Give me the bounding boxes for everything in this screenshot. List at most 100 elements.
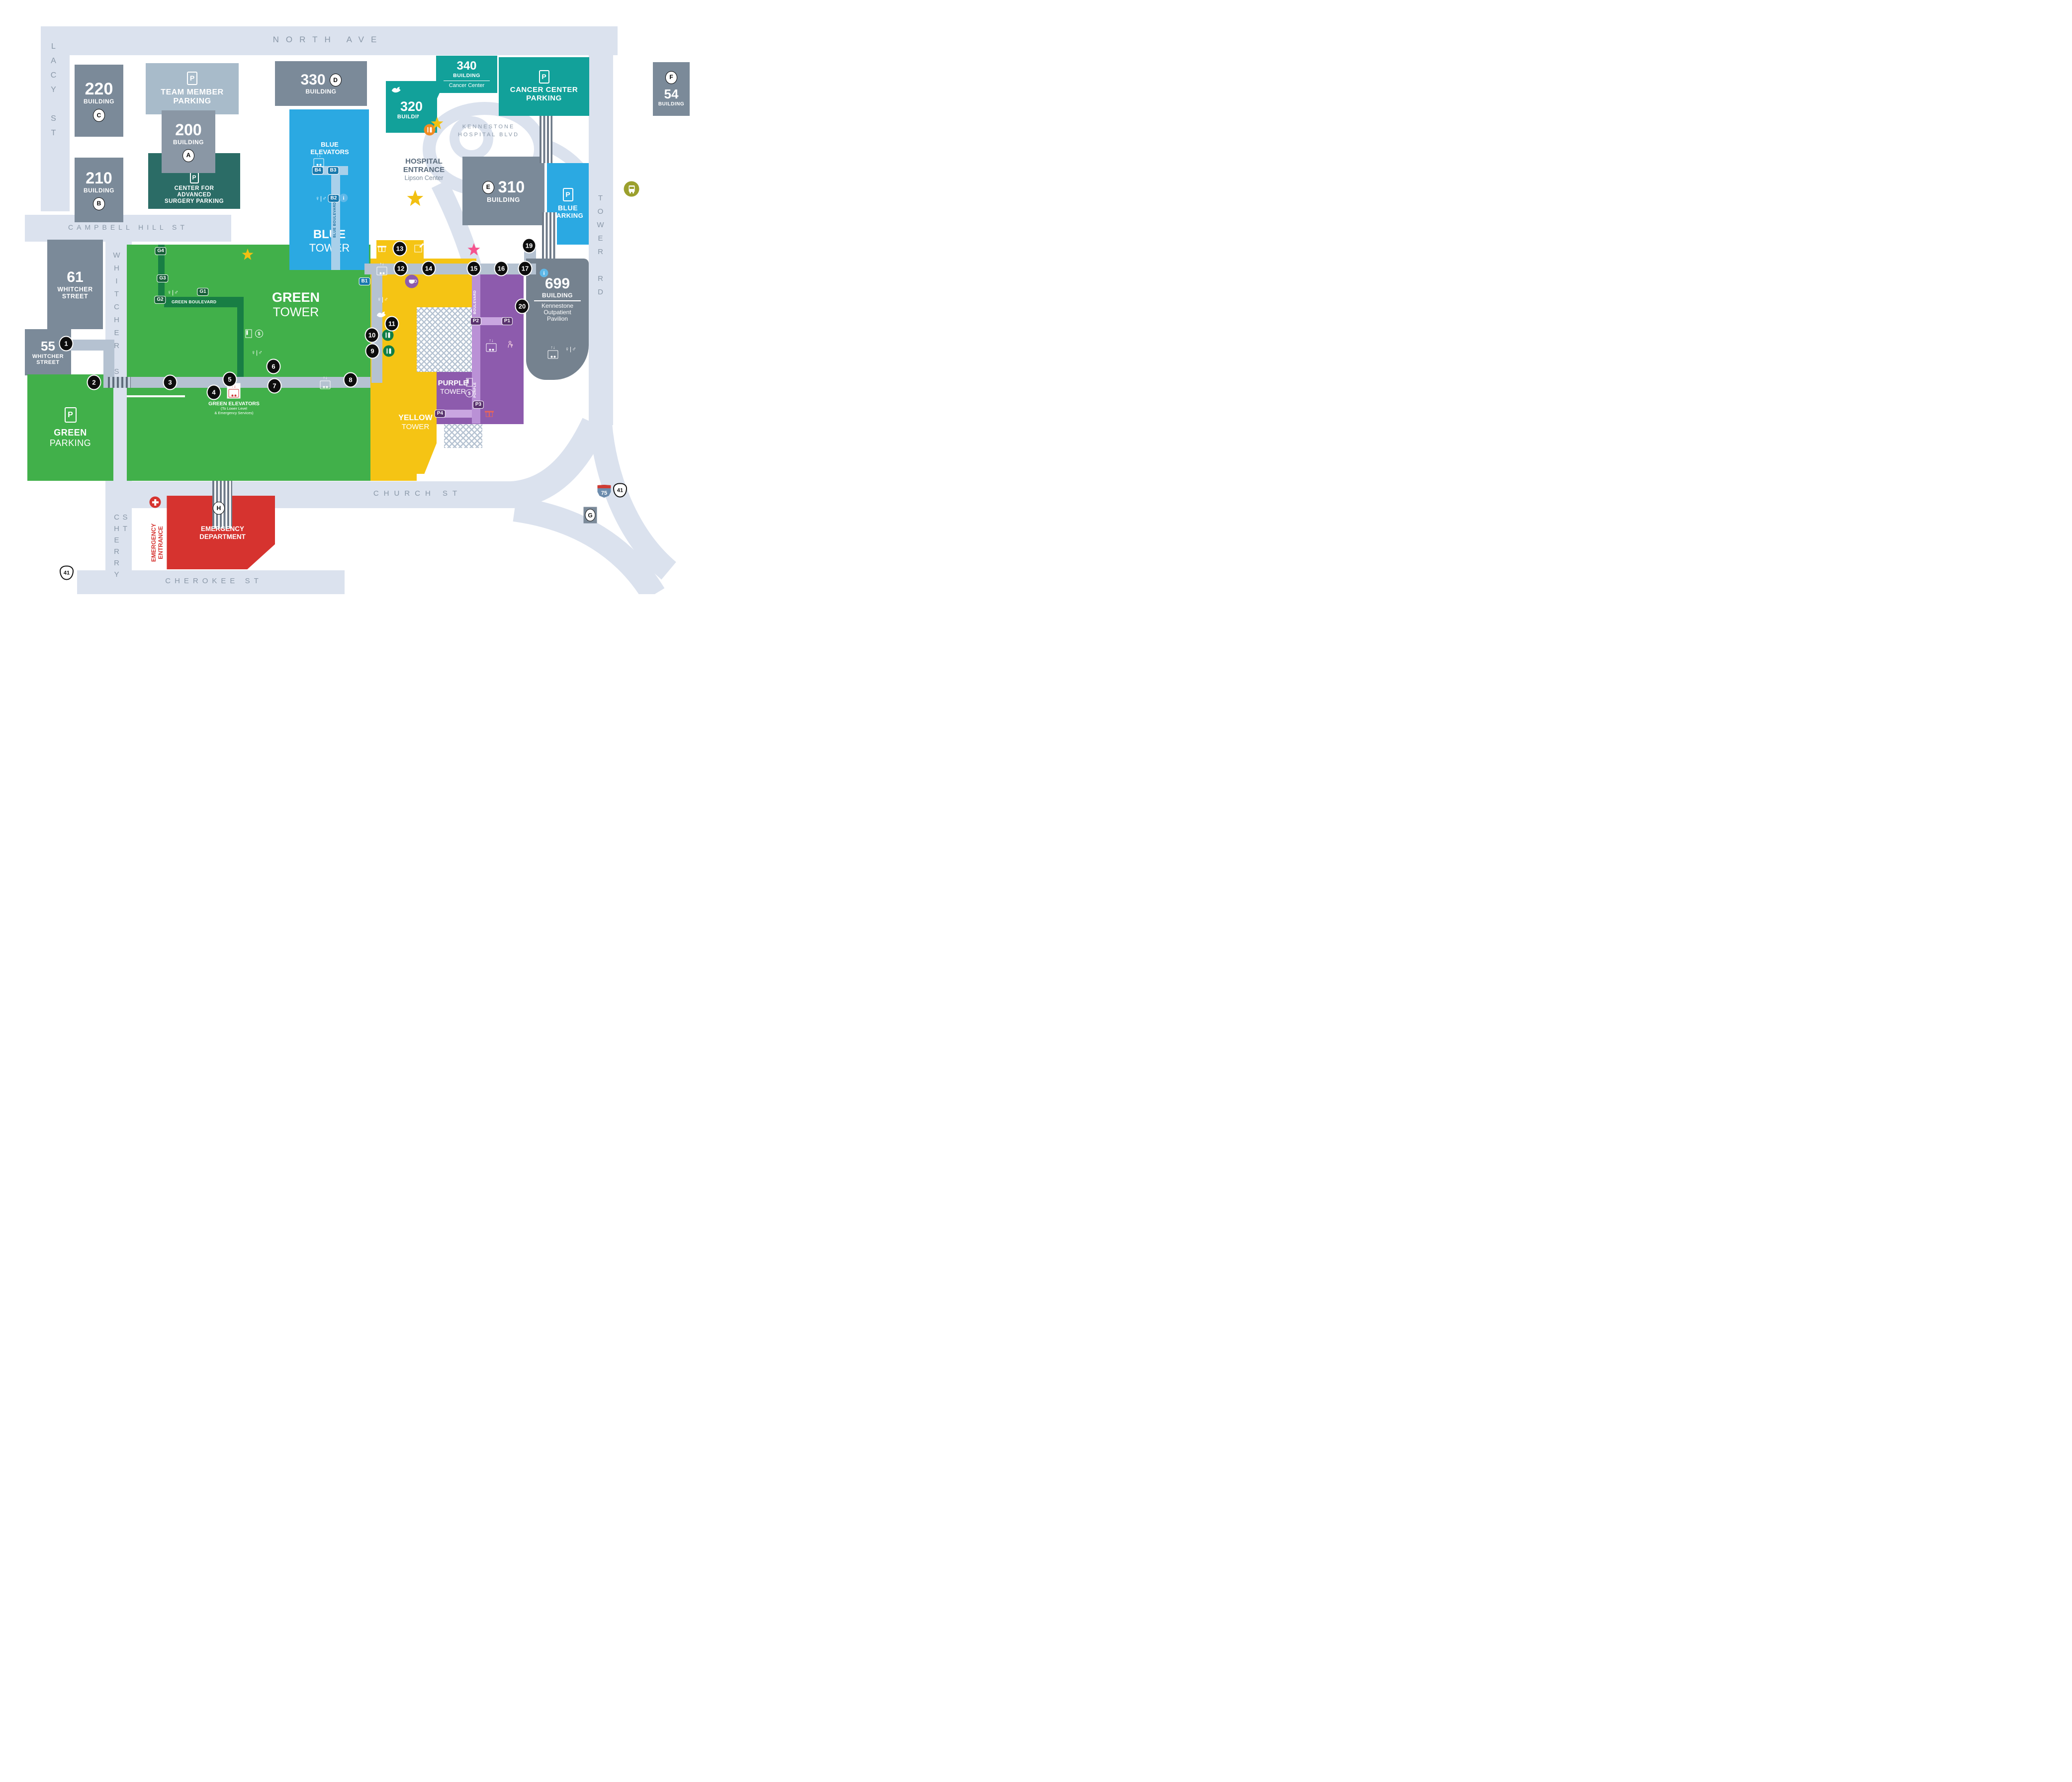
marker-15[interactable]: 15 <box>466 261 481 276</box>
road-cherokee-st <box>77 570 345 594</box>
construction-hatch-2 <box>444 424 482 448</box>
building-310-letter[interactable]: E <box>482 180 494 194</box>
label-church-st: CHURCH ST <box>373 489 462 498</box>
marker-13[interactable]: 13 <box>392 241 407 257</box>
curved-roads <box>423 102 677 594</box>
badge-p3[interactable]: P3 <box>472 401 484 409</box>
badge-p2[interactable]: P2 <box>470 317 482 325</box>
vending-icon <box>245 329 252 338</box>
marker-4[interactable]: 4 <box>206 384 221 400</box>
purple-corridor-p1p2 <box>475 317 509 325</box>
marker-5[interactable]: 5 <box>222 371 237 387</box>
marker-3[interactable]: 3 <box>163 374 178 390</box>
blue-parking-line1: BLUE <box>557 204 578 212</box>
blue-parking-connector-bars <box>542 212 557 262</box>
badge-b1[interactable]: B1 <box>359 277 370 285</box>
badge-g3[interactable]: G3 <box>157 274 169 282</box>
blue-tower[interactable] <box>289 109 369 270</box>
building-340-number: 340 <box>456 59 477 73</box>
building-54-letter[interactable]: F <box>665 71 677 84</box>
building-220-letter[interactable]: C <box>93 109 105 122</box>
blue-boulevard <box>331 166 340 270</box>
building-220[interactable]: 220 BUILDING C <box>75 65 123 137</box>
building-h-letter[interactable]: H <box>213 502 225 515</box>
marker-9[interactable]: 9 <box>365 343 380 359</box>
marker-19[interactable]: 19 <box>522 238 537 254</box>
green-corridor-v2 <box>237 307 244 377</box>
building-210[interactable]: 210 BUILDING B <box>75 158 123 222</box>
marker-17[interactable]: 17 <box>518 261 533 276</box>
building-220-number: 220 <box>85 79 113 98</box>
us41-shield: 41 <box>613 483 627 498</box>
building-g-marker[interactable]: G <box>583 507 597 524</box>
building-310-number: 310 <box>498 178 525 196</box>
marker-11[interactable]: 11 <box>384 316 399 332</box>
badge-g1[interactable]: G1 <box>197 288 209 296</box>
elevator-icon: ↑↓ <box>376 262 387 275</box>
blue-elevators-label: BLUE ELEVATORS <box>297 141 362 156</box>
team-parking-line1: TEAM MEMBER <box>161 88 224 97</box>
elevator-icon: ↑↓ <box>547 345 558 359</box>
building-200-letter[interactable]: A <box>182 149 194 162</box>
badge-g2[interactable]: G2 <box>154 296 166 304</box>
badge-g4[interactable]: G4 <box>155 247 167 255</box>
emergency-entrance-line2: ENTRANCE <box>157 526 165 559</box>
blue-parking-line2: PARKING <box>552 212 584 220</box>
team-member-parking[interactable]: P TEAM MEMBER PARKING <box>146 63 239 114</box>
purple-tower-line2: TOWER <box>440 387 466 396</box>
purple-boulevard-label-bottom: PURPLE <box>473 382 477 398</box>
marker-10[interactable]: 10 <box>364 327 379 343</box>
corridor-row-upper <box>364 264 536 274</box>
yellow-tower-line1: YELLOW <box>398 414 433 422</box>
parking-icon: P <box>539 70 549 84</box>
building-310[interactable]: E 310 BUILDING <box>462 157 544 225</box>
marker-7[interactable]: 7 <box>267 378 282 394</box>
marker-14[interactable]: 14 <box>421 261 436 276</box>
badge-b2[interactable]: B2 <box>328 194 340 202</box>
dove-icon <box>391 87 401 93</box>
marker-6[interactable]: 6 <box>266 358 281 374</box>
cancer-center-parking[interactable]: P CANCER CENTER PARKING <box>499 57 589 116</box>
emergency-line2: DEPARTMENT <box>199 533 246 540</box>
marker-12[interactable]: 12 <box>393 261 408 276</box>
badge-p4[interactable]: P4 <box>434 410 446 418</box>
building-55-line1: WHITCHER <box>32 353 64 359</box>
building-55-line2: STREET <box>36 359 60 366</box>
i75-shield: 75 <box>597 485 611 498</box>
building-699[interactable]: 699 BUILDING Kennestone Outpatient Pavil… <box>526 259 589 380</box>
building-210-letter[interactable]: B <box>93 197 105 211</box>
gift-shop-icon <box>485 411 494 417</box>
marker-1[interactable]: 1 <box>59 336 74 352</box>
corridor-marker1-h <box>63 340 114 351</box>
coffee-icon <box>405 274 419 288</box>
label-lacy-st: LACY ST <box>49 42 58 143</box>
building-330-letter[interactable]: D <box>329 74 342 87</box>
yellow-tower-lower[interactable] <box>393 372 437 474</box>
purple-tower-label: PURPLE TOWER <box>436 379 470 395</box>
building-210-number: 210 <box>86 169 112 187</box>
marker-16[interactable]: 16 <box>494 261 509 276</box>
building-320-number: 320 <box>400 98 423 114</box>
label-kennestone-blvd-2: HOSPITAL BLVD <box>457 132 520 138</box>
green-tower[interactable] <box>127 245 370 481</box>
building-699-line2: Outpatient <box>543 308 571 316</box>
badge-b3[interactable]: B3 <box>327 167 339 175</box>
hospital-campus-map: NORTH AVE LACY ST CAMPBELL HILL ST WHITC… <box>0 0 691 594</box>
building-61-whitcher[interactable]: 61 WHITCHER STREET <box>47 240 103 329</box>
cancer-parking-line2: PARKING <box>526 94 562 102</box>
hospital-entrance-sub: Lipson Center <box>404 174 444 181</box>
emergency-entrance-label: EMERGENCY ENTRANCE <box>150 524 165 562</box>
marker-8[interactable]: 8 <box>343 372 358 388</box>
marker-2[interactable]: 2 <box>87 374 101 390</box>
building-330[interactable]: 330 D BUILDING <box>275 61 367 106</box>
vending-icon <box>466 378 473 387</box>
building-200[interactable]: 200 BUILDING A <box>162 110 215 173</box>
surgery-parking-line2: ADVANCED <box>177 192 211 198</box>
marker-20[interactable]: 20 <box>515 298 530 314</box>
badge-b4[interactable]: B4 <box>312 167 324 175</box>
building-340[interactable]: 340 BUILDING Cancer Center <box>436 56 497 93</box>
building-54[interactable]: F 54 BUILDING <box>653 62 690 116</box>
badge-p1[interactable]: P1 <box>501 317 513 325</box>
green-parking[interactable]: P GREEN PARKING <box>27 374 113 481</box>
building-699-number: 699 <box>544 275 570 292</box>
